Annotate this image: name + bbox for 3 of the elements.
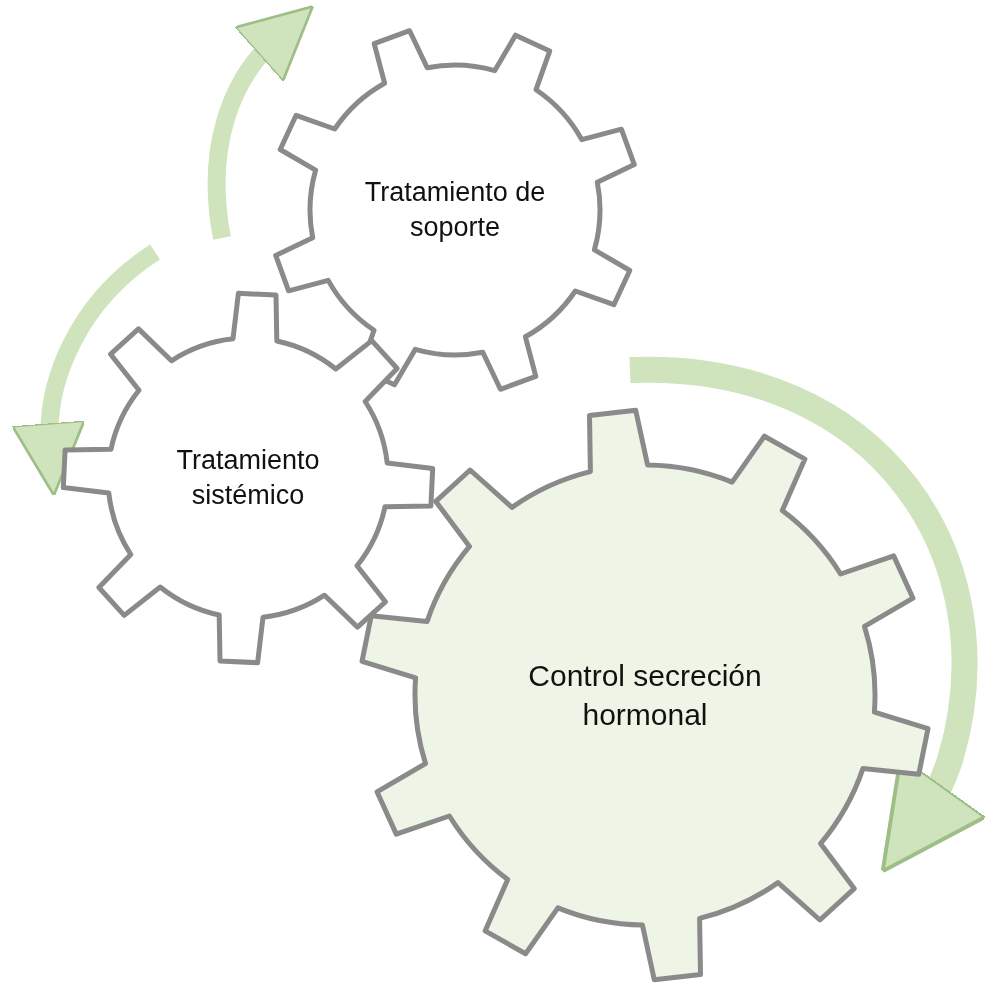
gear-label: Tratamiento sistémico	[175, 443, 321, 512]
gear-label: Control secreción hormonal	[527, 658, 763, 733]
gear-label: Tratamiento de soporte	[363, 175, 547, 244]
